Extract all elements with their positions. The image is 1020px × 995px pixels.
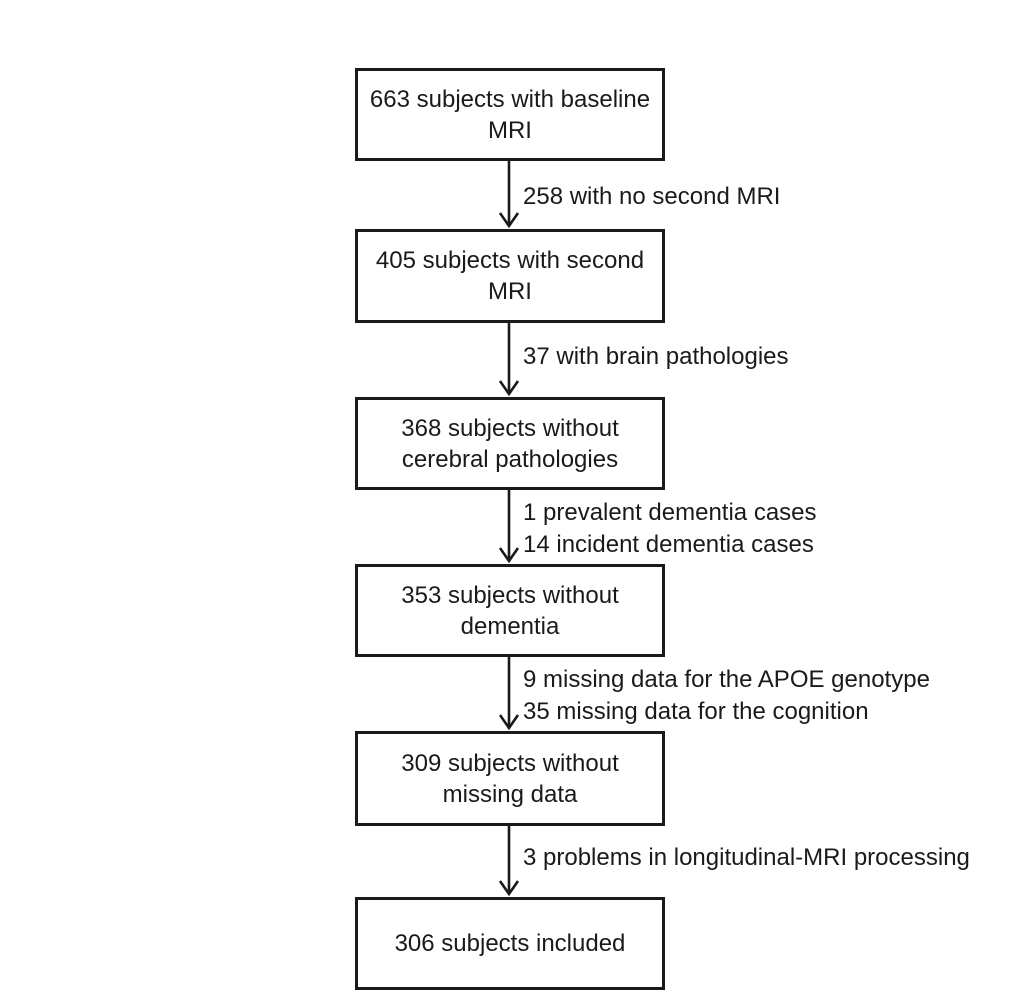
box-no-missing-data: 309 subjects without missing data xyxy=(355,731,665,826)
box-baseline-mri: 663 subjects with baseline MRI xyxy=(355,68,665,161)
down-arrow-icon xyxy=(498,323,520,397)
box-baseline-mri-label: 663 subjects with baseline MRI xyxy=(369,85,651,144)
down-arrow-icon xyxy=(498,826,520,897)
box-included-label: 306 subjects included xyxy=(394,930,626,957)
down-arrow-icon xyxy=(498,657,520,731)
box-no-missing-data-label: 309 subjects without missing data xyxy=(401,749,619,808)
exclusion-label-processing-problems: 3 problems in longitudinal-MRI processin… xyxy=(523,844,970,871)
exclusion-label-missing-data: 9 missing data for the APOE genotype 35 … xyxy=(523,666,930,725)
box-second-mri: 405 subjects with second MRI xyxy=(355,229,665,323)
exclusion-label-dementia-cases: 1 prevalent dementia cases 14 incident d… xyxy=(523,499,817,558)
exclusion-label-no-second-mri: 258 with no second MRI xyxy=(523,183,781,210)
box-no-cerebral-pathologies: 368 subjects without cerebral pathologie… xyxy=(355,397,665,490)
exclusion-label-brain-pathologies: 37 with brain pathologies xyxy=(523,343,789,370)
box-second-mri-label: 405 subjects with second MRI xyxy=(375,247,645,305)
down-arrow-icon xyxy=(498,490,520,564)
box-no-dementia-label: 353 subjects without dementia xyxy=(401,581,619,640)
down-arrow-icon xyxy=(498,161,520,229)
box-no-dementia: 353 subjects without dementia xyxy=(355,564,665,657)
box-included: 306 subjects included xyxy=(355,897,665,990)
box-no-cerebral-pathologies-label: 368 subjects without cerebral pathologie… xyxy=(401,414,619,473)
